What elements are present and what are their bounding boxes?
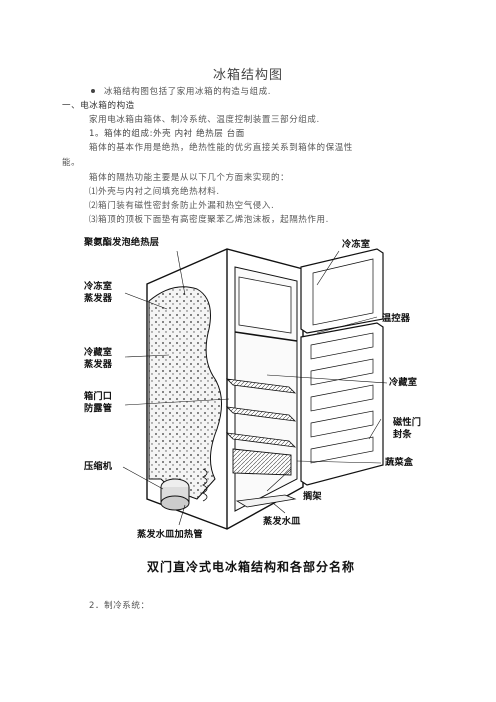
label-fridge-compartment: 冷藏室 xyxy=(389,377,418,388)
paragraph-line: 箱体的基本作用是绝热，绝热性能的优劣直接关系到箱体的保温性 xyxy=(89,143,353,153)
bullet-dot xyxy=(91,89,95,93)
label-line: 蒸发器 xyxy=(84,359,113,370)
label-line: 蒸发器 xyxy=(84,293,113,304)
label-door-heater: 箱门口 防露管 xyxy=(84,391,112,415)
label-drip-tray-heater: 蒸发水皿加热管 xyxy=(137,529,203,540)
label-freezer-evaporator: 冷冻室 蒸发器 xyxy=(84,281,112,305)
label-compressor: 压缩机 xyxy=(84,461,113,472)
label-line: 冷冻室 xyxy=(84,281,113,292)
compressor xyxy=(160,478,190,511)
label-drip-tray: 蒸发水皿 xyxy=(263,516,301,527)
list-item: ⑶箱顶的顶板下面垫有高密度聚苯乙烯泡沫板，起隔热作用. xyxy=(89,215,329,225)
paragraph-line: 箱体的隔热功能主要是从以下几个方面来实现的： xyxy=(89,173,290,183)
page-title: 冰箱结构图 xyxy=(212,68,283,83)
list-item: ⑵箱门装有磁性密封条防止外漏和热空气侵入. xyxy=(89,201,275,211)
label-magnetic-seal: 磁性门 封条 xyxy=(393,417,421,441)
crisper xyxy=(232,448,292,476)
label-insulation: 聚氨酯发泡绝热层 xyxy=(84,237,160,248)
refrigerator-diagram xyxy=(122,248,388,530)
label-line: 冷藏室 xyxy=(84,347,113,358)
fridge-door xyxy=(300,322,384,486)
label-fridge-evaporator: 冷藏室 蒸发器 xyxy=(84,347,112,371)
label-shelf: 搁架 xyxy=(303,491,322,502)
section-1-intro: 家用电冰箱由箱体、制冷系统、温度控制装置三部分组成. xyxy=(89,115,320,125)
condenser-coil xyxy=(202,468,208,502)
freezer-door xyxy=(300,248,384,334)
label-line: 箱门口 xyxy=(84,391,113,402)
leader-lines xyxy=(122,250,388,526)
subsection-1-heading: 1。箱体的组成:外壳 内衬 绝热层 台面 xyxy=(89,129,245,139)
section-2-heading: 2．制冷系统： xyxy=(89,601,150,611)
label-line: 防露管 xyxy=(84,403,113,414)
label-vegetable-box: 蔬菜盒 xyxy=(385,457,414,468)
label-freezer-compartment: 冷冻室 xyxy=(342,239,371,250)
insulation-cutaway xyxy=(148,286,222,500)
drip-tray xyxy=(235,494,297,508)
label-line: 磁性门 xyxy=(393,417,422,428)
freezer-divider xyxy=(234,331,298,342)
section-1-heading: 一、电冰箱的构造 xyxy=(62,101,135,111)
paragraph-line: 能。 xyxy=(62,158,81,168)
label-line: 封条 xyxy=(393,429,412,440)
label-thermostat: 温控器 xyxy=(382,313,411,324)
shelves xyxy=(225,378,297,448)
list-item: ⑴外壳与内衬之间填充绝热材料. xyxy=(89,187,220,197)
freezer-interior xyxy=(238,276,292,334)
bullet-text: 冰箱结构图包括了家用冰箱的构造与组成. xyxy=(104,87,272,97)
refrigerator-figure: 聚氨酯发泡绝热层 冷冻室 冷冻室 蒸发器 温控器 冷藏室 蒸发器 冷藏室 箱门口… xyxy=(77,229,425,588)
figure-caption: 双门直冷式电冰箱结构和各部分名称 xyxy=(146,560,355,574)
